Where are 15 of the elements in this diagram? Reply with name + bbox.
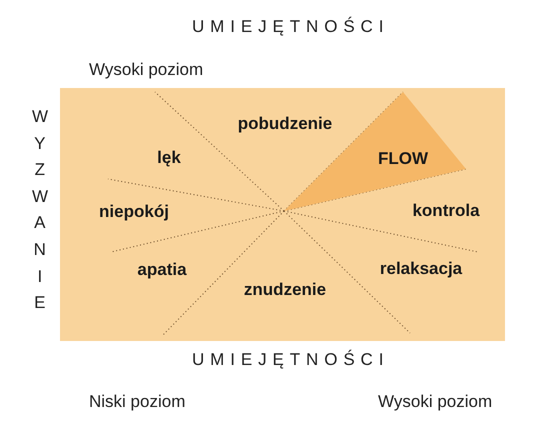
zone-label: lęk (157, 148, 181, 168)
zone-label: apatia (137, 260, 187, 280)
zone-label: znudzenie (244, 280, 326, 300)
zone-label: kontrola (412, 201, 480, 221)
zone-label: pobudzenie (238, 114, 332, 134)
axis-level-label: Niski poziom (89, 392, 186, 412)
zone-label: relaksacja (380, 259, 462, 279)
axis-title-vertical: WYZWANIE (32, 106, 48, 314)
flow-label: FLOW (378, 149, 428, 169)
axis-level-label: Wysoki poziom (89, 60, 204, 80)
axis-title: UMIEJĘTNOŚCI (192, 17, 390, 37)
axis-level-label: Wysoki poziom (378, 392, 492, 412)
zone-label: niepokój (99, 202, 169, 222)
chart-area (60, 88, 505, 341)
axis-title: UMIEJĘTNOŚCI (192, 350, 390, 370)
